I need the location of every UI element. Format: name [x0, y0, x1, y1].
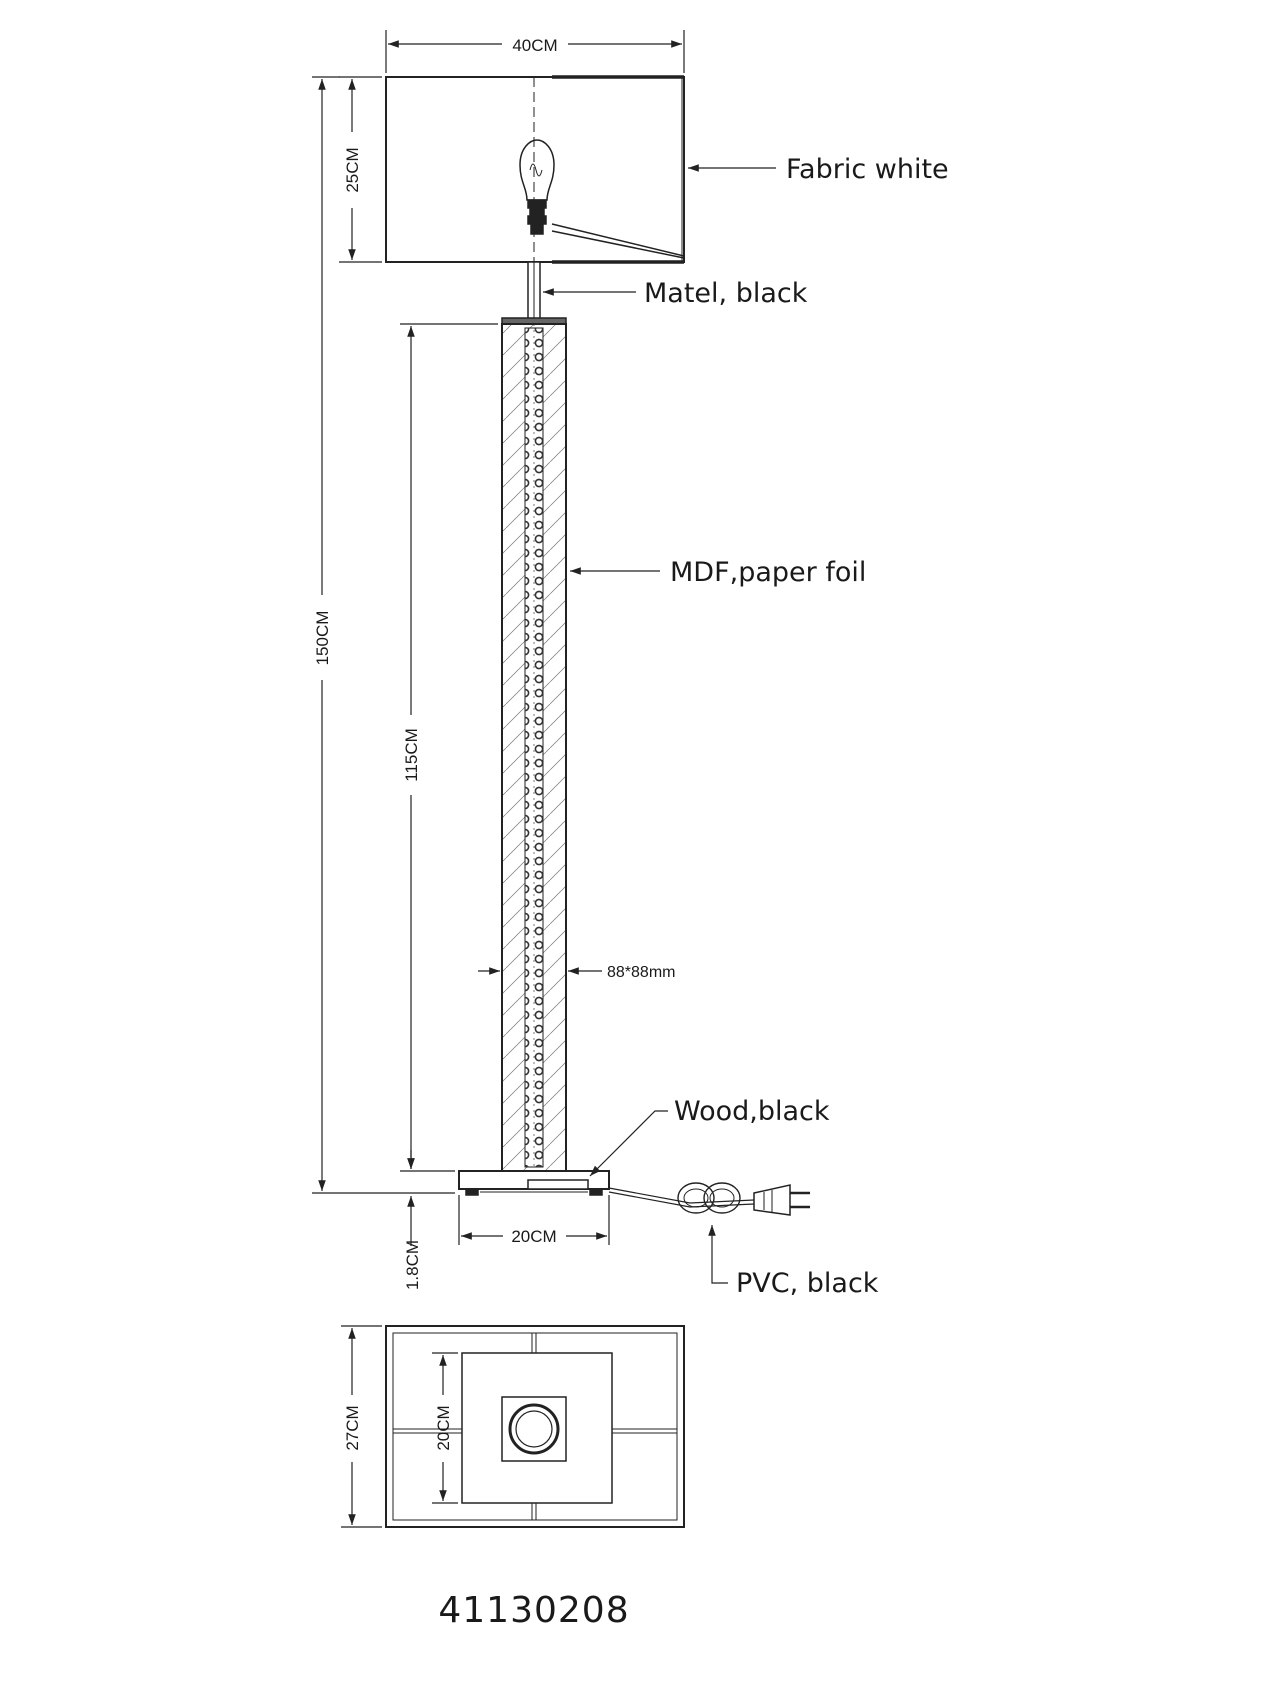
- dimension-base-width: [458, 1195, 610, 1245]
- dimension-shade-height: [339, 76, 382, 263]
- lamp-column: [501, 323, 567, 1172]
- dimension-total-height: [312, 76, 455, 1194]
- label-base-width: 20CM: [511, 1227, 556, 1246]
- metal-stem: [501, 261, 567, 325]
- callout-base: Wood,black: [674, 1096, 830, 1127]
- label-top-view-depth: 27CM: [343, 1405, 362, 1450]
- leader-base: [589, 1110, 668, 1177]
- dimension-column-height: [400, 323, 498, 1172]
- callout-cable: PVC, black: [736, 1268, 879, 1299]
- label-total-height: 150CM: [313, 611, 332, 666]
- dimension-top-view-depth: [341, 1325, 382, 1528]
- callout-shade: Fabric white: [786, 154, 949, 185]
- power-cable: [608, 1182, 755, 1214]
- label-column-height: 115CM: [402, 728, 421, 782]
- top-view: [385, 1325, 685, 1528]
- leader-cable: [708, 1225, 728, 1284]
- label-shade-width: 40CM: [512, 36, 557, 55]
- model-number: 41130208: [438, 1590, 629, 1631]
- callout-column: MDF,paper foil: [670, 557, 866, 588]
- power-plug: [753, 1184, 810, 1216]
- dimension-shade-width: [385, 30, 685, 73]
- label-column-section: 88*88mm: [607, 964, 675, 981]
- callout-stem: Matel, black: [644, 278, 808, 309]
- label-shade-height: 25CM: [343, 147, 362, 192]
- lamp-base: [458, 1170, 610, 1196]
- label-top-view-base: 20CM: [434, 1405, 453, 1450]
- light-bulb: [519, 139, 555, 235]
- label-base-thickness: 1.8CM: [403, 1240, 422, 1290]
- dimension-top-view-base: [432, 1352, 458, 1504]
